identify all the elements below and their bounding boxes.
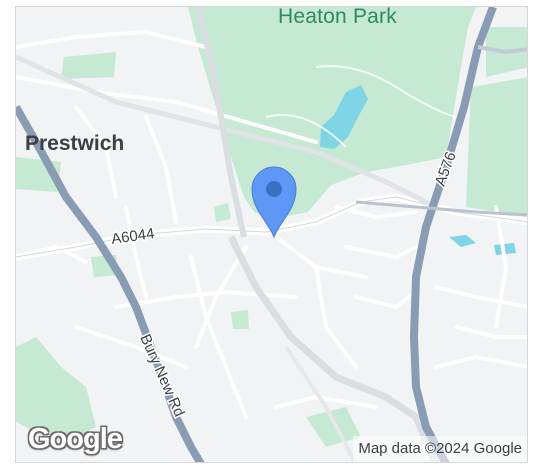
green-area-south (306, 407, 361, 447)
lake (320, 85, 368, 149)
map-attribution[interactable]: Map data ©2024 Google (353, 436, 527, 462)
green-area-central (231, 310, 249, 329)
road-a576 (410, 7, 497, 462)
pond (449, 235, 476, 247)
google-logo[interactable]: Google (28, 423, 123, 455)
park-path-2 (265, 114, 347, 148)
heaton-park-area (188, 7, 476, 219)
road-heaton-west (195, 7, 247, 238)
place-label-heaton-park: Heaton Park (278, 6, 397, 28)
green-area-nw (61, 52, 116, 79)
green-area-east-lower (466, 77, 527, 217)
map-pin-icon[interactable] (251, 166, 297, 239)
road-centre-south (227, 235, 439, 462)
road-bury-new-rd (16, 105, 205, 462)
green-area-centre-small (214, 203, 231, 222)
map-frame[interactable]: A6044 A576 Bury New Rd Heaton Park Prest… (15, 6, 528, 463)
road-a576-branch (477, 45, 527, 55)
park-path (315, 65, 457, 118)
road-rail (284, 345, 358, 462)
road-east-west (355, 200, 527, 217)
road-diagonal (16, 54, 438, 210)
green-area-sw (16, 337, 96, 437)
map-canvas[interactable]: A6044 A576 Bury New Rd (16, 7, 528, 463)
place-label-prestwich: Prestwich (25, 132, 125, 155)
